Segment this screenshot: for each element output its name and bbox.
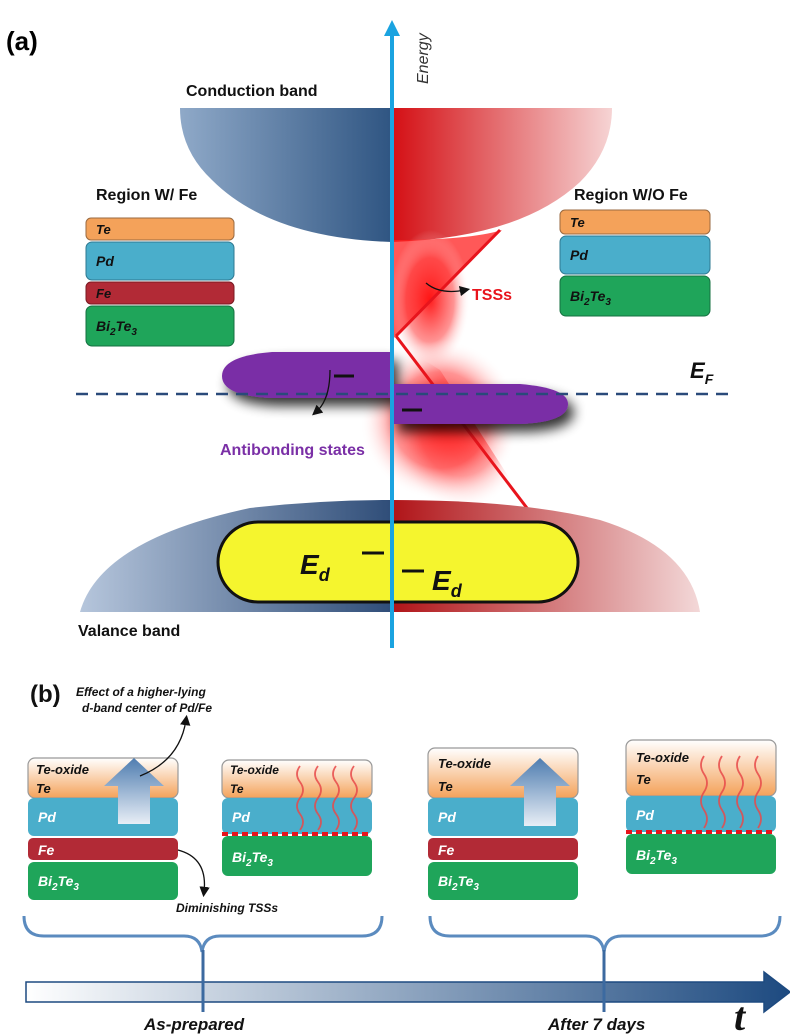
ed-label-right: Ed bbox=[432, 565, 463, 601]
layer-pd bbox=[85, 241, 235, 281]
region-with-fe-title: Region W/ Fe bbox=[96, 187, 197, 204]
stack2-teoxide: Te-oxide bbox=[230, 763, 279, 777]
stack4-bi2te3: Bi2Te3 bbox=[636, 847, 677, 867]
ed-label-left: Ed bbox=[300, 549, 331, 585]
tss-label: TSSs bbox=[472, 287, 512, 304]
stack-after-with-fe bbox=[427, 747, 579, 900]
region-without-fe-stack bbox=[559, 209, 711, 317]
layer-fe bbox=[85, 281, 235, 305]
layer-bi2te3-label: Bi2Te3 bbox=[96, 318, 137, 338]
stack3-pd: Pd bbox=[438, 809, 456, 825]
layer-pd-right bbox=[559, 235, 711, 275]
tss-upper-line bbox=[394, 228, 502, 338]
as-prepared-label: As-prepared bbox=[143, 1015, 245, 1034]
region-without-fe-title: Region W/O Fe bbox=[574, 187, 688, 204]
layer-pd-right-label: Pd bbox=[570, 247, 588, 263]
layer-te bbox=[85, 217, 235, 241]
up-arrow bbox=[104, 758, 164, 824]
brace-after-7-days bbox=[428, 915, 782, 953]
energy-axis-arrowhead bbox=[384, 20, 400, 36]
layer-bi2te3-right bbox=[559, 275, 711, 317]
conduction-band-label: Conduction band bbox=[186, 83, 318, 100]
brace-as-prepared bbox=[22, 915, 384, 953]
conduction-band bbox=[180, 108, 612, 242]
stack3-bi2te3: Bi2Te3 bbox=[438, 873, 479, 893]
stack3-te: Te bbox=[438, 779, 453, 794]
valence-band-label: Valance band bbox=[78, 623, 180, 640]
diminishing-pointer bbox=[177, 849, 210, 898]
region-with-fe-stack bbox=[85, 217, 235, 347]
panel-a-label: (a) bbox=[6, 26, 38, 56]
after-7-days-label: After 7 days bbox=[547, 1015, 645, 1034]
energy-axis-label: Energy bbox=[415, 32, 432, 84]
stack4-te: Te bbox=[636, 772, 651, 787]
tss-waves-2 bbox=[700, 755, 762, 829]
tss-pointer bbox=[425, 282, 471, 297]
effect-pointer bbox=[139, 714, 191, 777]
fermi-level-label: EF bbox=[690, 358, 714, 387]
layer-pd-label: Pd bbox=[96, 253, 114, 269]
stack3-fe: Fe bbox=[438, 842, 455, 858]
up-arrow-2 bbox=[510, 758, 570, 826]
effect-note-line1: Effect of a higher-lying bbox=[76, 685, 206, 699]
stack-after-without-fe bbox=[625, 739, 777, 874]
stack1-te: Te bbox=[36, 781, 51, 796]
tss-waves-1 bbox=[296, 765, 358, 831]
stack2-te: Te bbox=[230, 782, 244, 796]
stack1-pd: Pd bbox=[38, 809, 56, 825]
layer-te-label: Te bbox=[96, 222, 111, 237]
stack1-bi2te3: Bi2Te3 bbox=[38, 873, 79, 893]
stack4-pd: Pd bbox=[636, 807, 654, 823]
stack4-teoxide: Te-oxide bbox=[636, 750, 689, 765]
stack1-teoxide: Te-oxide bbox=[36, 762, 89, 777]
stack-asprep-with-fe bbox=[27, 757, 179, 900]
ed-ellipse bbox=[216, 520, 580, 604]
time-arrow bbox=[25, 970, 790, 1014]
layer-fe-label: Fe bbox=[96, 286, 111, 301]
panel-b-label: (b) bbox=[30, 681, 61, 708]
layer-te-right bbox=[559, 209, 711, 235]
antibonding-label: Antibonding states bbox=[220, 442, 365, 459]
diminishing-note: Diminishing TSSs bbox=[176, 901, 278, 915]
stack3-teoxide: Te-oxide bbox=[438, 756, 491, 771]
layer-bi2te3-right-label: Bi2Te3 bbox=[570, 288, 611, 308]
stack1-fe: Fe bbox=[38, 842, 55, 858]
effect-note-line2: d-band center of Pd/Fe bbox=[82, 701, 212, 715]
stack2-pd: Pd bbox=[232, 809, 250, 825]
stack-asprep-without-fe bbox=[221, 759, 373, 876]
layer-te-right-label: Te bbox=[570, 215, 585, 230]
antibonding-pointer bbox=[312, 369, 331, 416]
stack2-bi2te3: Bi2Te3 bbox=[232, 849, 273, 869]
time-symbol: t bbox=[734, 994, 747, 1034]
layer-bi2te3 bbox=[85, 305, 235, 347]
